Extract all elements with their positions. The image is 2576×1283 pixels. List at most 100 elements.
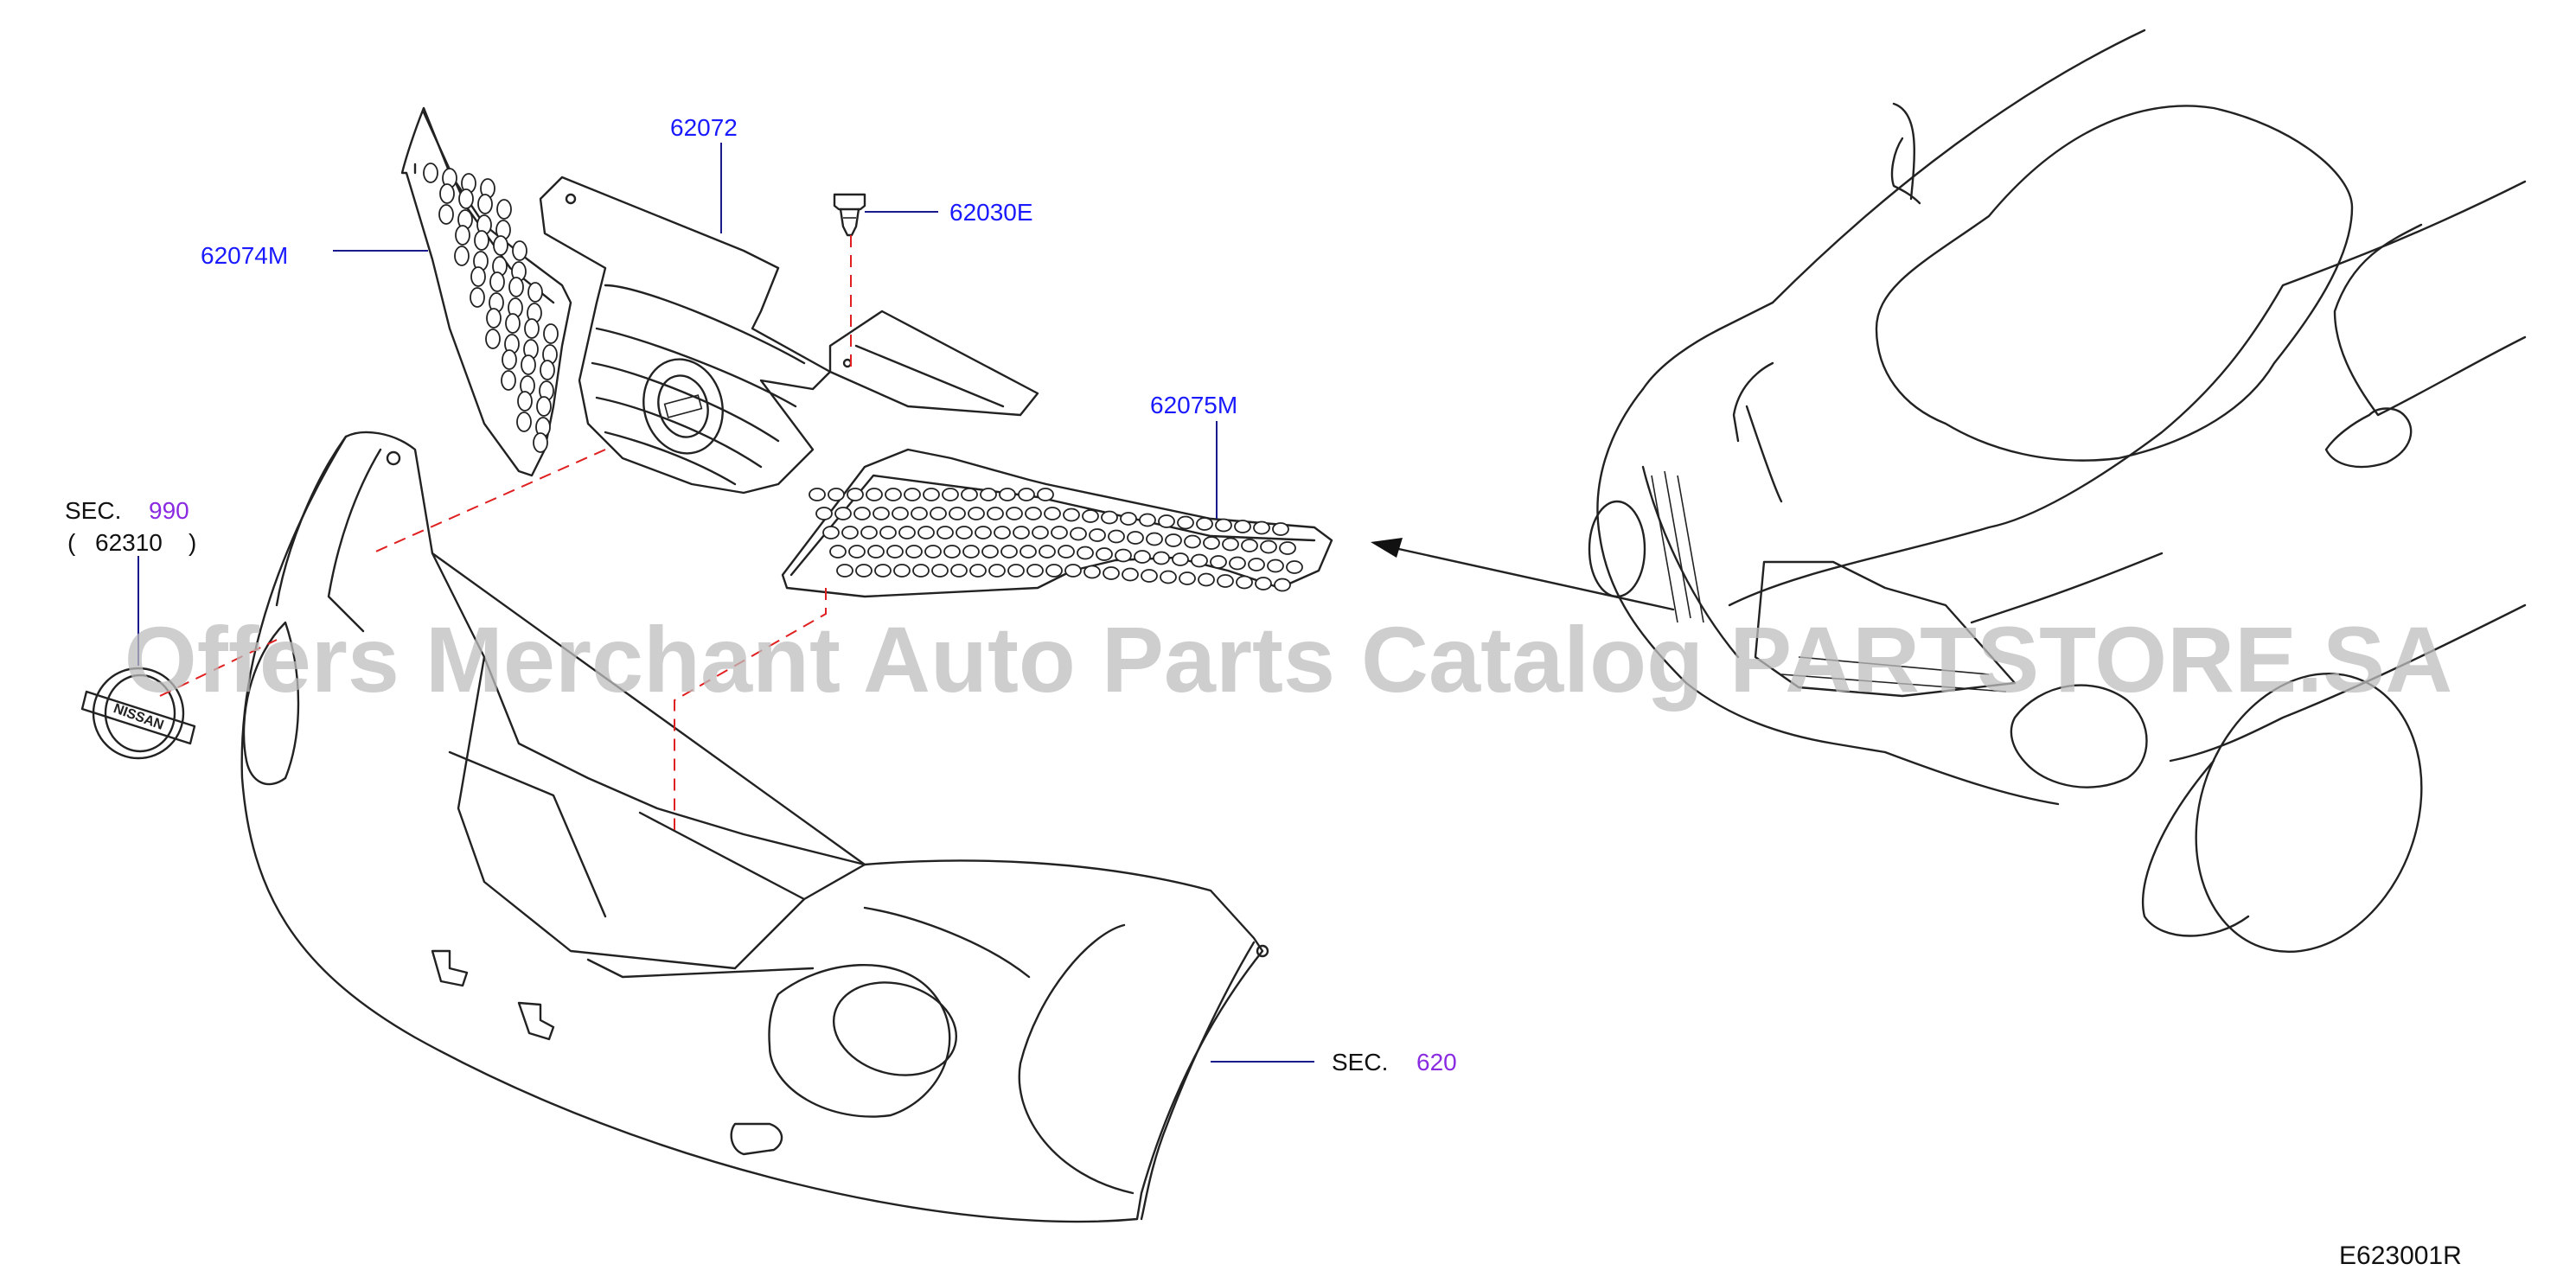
grille-hole — [1165, 533, 1182, 547]
grille-hole — [485, 329, 501, 349]
grille-hole — [987, 507, 1004, 520]
leader-lines — [137, 143, 1314, 1063]
grille-hole — [917, 526, 935, 539]
grille-hole — [911, 507, 928, 520]
grille-hole — [1272, 522, 1289, 536]
grille-hole — [493, 235, 508, 256]
grille-hole — [501, 370, 516, 391]
grille-hole — [949, 507, 966, 520]
grille-hole — [455, 225, 470, 246]
grille-hole — [505, 313, 521, 334]
grille-hole — [975, 526, 992, 539]
grille-hole — [886, 545, 904, 559]
grille-hole — [1236, 575, 1253, 590]
grille-hole — [1198, 572, 1215, 587]
grille-hole — [855, 564, 873, 578]
watermark: Offers Merchant Auto Parts Catalog PARTS… — [125, 607, 2452, 712]
grille-hole — [942, 488, 959, 501]
grille-hole — [893, 564, 911, 578]
grille-hole — [1203, 536, 1220, 550]
grille-hole — [470, 266, 486, 287]
grille-hole — [527, 282, 543, 303]
grille-hole — [486, 308, 502, 329]
grille-hole — [1158, 514, 1175, 528]
grille-hole — [994, 526, 1011, 539]
grille-hole — [458, 188, 474, 209]
grille-hole — [873, 507, 890, 520]
bumper-sec-label: SEC. — [1332, 1049, 1388, 1076]
grille-hole — [536, 396, 552, 417]
grille-hole — [943, 545, 961, 559]
grille-hole — [1032, 526, 1049, 539]
grille-hole — [470, 287, 485, 308]
grille-hole — [1196, 517, 1213, 531]
grille-hole — [1039, 545, 1056, 559]
grille-hole — [1248, 558, 1265, 571]
grille-hole — [1018, 488, 1035, 501]
grille-hole — [1108, 529, 1125, 544]
grille-hole — [847, 488, 864, 501]
grille-hole — [1037, 488, 1054, 501]
grille-hole — [866, 488, 883, 501]
grille-hole — [1260, 539, 1277, 554]
grille-hole — [1267, 559, 1284, 573]
grille-hole — [1222, 537, 1239, 552]
grille-hole — [904, 488, 921, 501]
assembly-dash-lines — [159, 235, 852, 830]
grille-hole — [1103, 566, 1120, 580]
grille-hole — [962, 545, 980, 559]
emblem-open-paren: ( — [67, 529, 76, 556]
grille-hole — [1115, 548, 1132, 563]
grille-hole — [936, 526, 954, 539]
label-62072: 62072 — [670, 114, 738, 141]
grille-hole — [540, 360, 555, 380]
label-62075M: 62075M — [1150, 392, 1237, 418]
front-bumper-fascia — [240, 431, 1269, 1223]
grille-hole — [999, 488, 1016, 501]
grille-hole — [512, 240, 527, 261]
grille-hole — [815, 507, 833, 520]
label-62074M: 62074M — [201, 242, 288, 269]
grille-hole — [853, 507, 871, 520]
grille-hole — [1253, 520, 1270, 535]
grille-hole — [961, 488, 978, 501]
grille-hole — [1006, 507, 1023, 520]
grille-hole — [502, 349, 517, 370]
grille-hole — [1083, 565, 1101, 579]
emblem-part-number: 62310 — [95, 529, 163, 556]
grille-hole — [931, 564, 949, 578]
diagram-code: E623001R — [2339, 1242, 2462, 1270]
grille-hole — [822, 526, 840, 539]
grille-hole — [516, 412, 532, 432]
grille-hole — [1089, 528, 1106, 542]
grille-hole — [1274, 578, 1291, 592]
emblem-close-paren: ) — [189, 529, 196, 556]
grille-hole — [809, 488, 826, 501]
grille-hole — [1146, 532, 1163, 546]
grille-hole — [1215, 518, 1232, 533]
grille-hole — [950, 564, 968, 578]
grille-hole — [905, 545, 923, 559]
grille-hole — [533, 432, 548, 453]
grille-hole — [841, 526, 859, 539]
grille-hole — [969, 564, 987, 578]
grille-hole — [1241, 539, 1258, 552]
grille-hole — [543, 323, 559, 344]
grille-hole — [912, 564, 930, 578]
grille-hole — [1122, 567, 1139, 582]
grille-hole — [956, 526, 973, 539]
grille-hole — [924, 545, 942, 559]
grille-hole — [1217, 574, 1234, 588]
bumper-sec-number: 620 — [1416, 1049, 1457, 1076]
grille-hole — [1096, 547, 1113, 561]
grille-hole — [1064, 564, 1082, 578]
grille-hole — [1177, 515, 1194, 530]
grille-assembly-62072 — [539, 176, 1039, 495]
emblem-sec-label: SEC. — [65, 497, 121, 524]
grille-hole — [1000, 545, 1018, 559]
grille-hole — [489, 271, 505, 292]
grille-hole — [836, 564, 853, 578]
grille-hole — [1229, 556, 1246, 571]
grille-hole — [930, 507, 947, 520]
